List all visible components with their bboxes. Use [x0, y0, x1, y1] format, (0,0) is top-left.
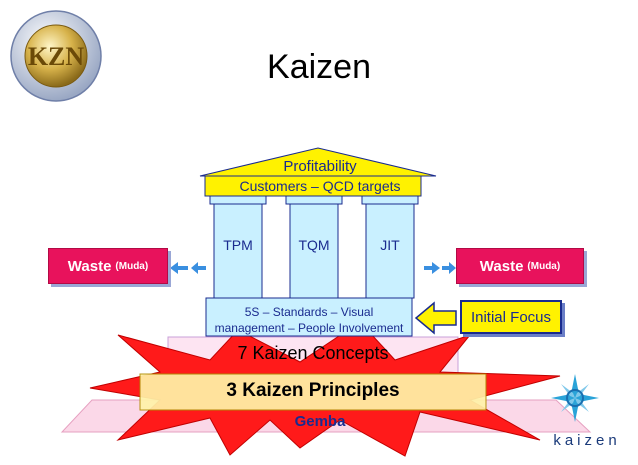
pillar-jit	[365, 195, 415, 299]
kaizen-compass-logo	[551, 374, 599, 422]
pillar-tqm	[289, 195, 339, 299]
kaizen-concepts-label: 7 Kaizen Concepts	[237, 343, 389, 363]
waste-left-sub: (Muda)	[115, 260, 149, 272]
kaizen-principles-label: 3 Kaizen Principles	[226, 380, 400, 401]
focus-arrow	[414, 301, 457, 335]
initial-focus-box: Initial Focus	[460, 300, 562, 334]
svg-text:KZN: KZN	[28, 42, 85, 71]
waste-left-label: Waste	[67, 257, 112, 275]
waste-right-sub: (Muda)	[527, 260, 561, 272]
kzn-logo: KZN	[10, 10, 102, 102]
pillar-jit-cap	[361, 195, 419, 205]
pillar-tpm-cap	[209, 195, 267, 205]
foundation-line-1: 5S – Standards – Visual	[244, 305, 374, 319]
pillar-tqm-cap	[285, 195, 343, 205]
principles-step	[139, 373, 487, 411]
foundation-line-2: management – People Involvement	[214, 321, 404, 335]
pillars	[209, 195, 419, 299]
arrows-left	[170, 262, 206, 274]
gemba-label: Gemba	[294, 413, 346, 430]
waste-right-label: Waste	[479, 257, 524, 275]
waste-right-box: Waste (Muda)	[456, 248, 584, 284]
page-title: Kaizen	[267, 48, 371, 86]
pillar-label-tpm: TPM	[223, 237, 253, 253]
customers-qcd-label: Customers – QCD targets	[239, 178, 401, 194]
roof-band	[204, 175, 422, 197]
pillar-tpm	[213, 195, 263, 299]
pillar-label-tqm: TQM	[298, 237, 330, 253]
waste-left-box: Waste (Muda)	[48, 248, 168, 284]
pillar-label-jit: JIT	[380, 237, 400, 253]
kaizen-logo-text: kaizen	[553, 432, 621, 449]
profitability-label: Profitability	[283, 158, 357, 175]
arrows-right	[424, 262, 456, 274]
foundation-text: 5S – Standards – Visual management – Peo…	[206, 304, 412, 336]
